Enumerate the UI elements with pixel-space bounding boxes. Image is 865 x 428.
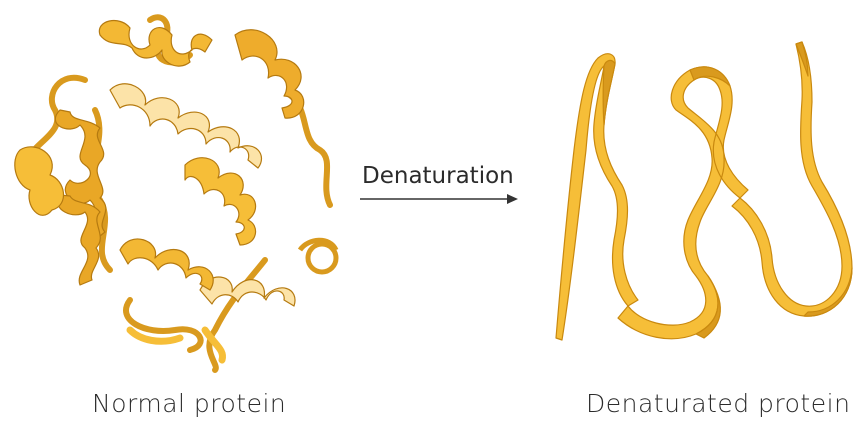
denatured-ribbon-shade-1 [603,60,615,125]
denatured-ribbon-strand-1 [556,54,638,340]
normal-protein-caption: Normal protein [92,389,286,418]
denatured-protein-caption: Denaturated protein [586,389,850,418]
denatured-ribbon-strand-2 [618,67,748,339]
denatured-ribbon-strand-3 [732,42,852,316]
